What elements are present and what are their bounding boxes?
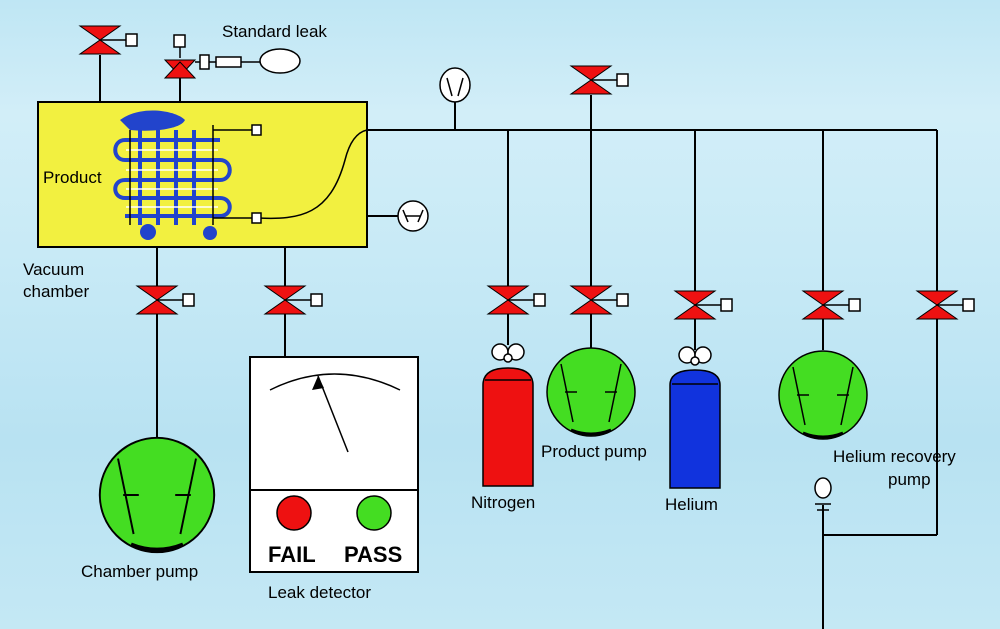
standard-leak <box>195 48 301 74</box>
label-product-pump: Product pump <box>541 442 647 461</box>
standard-leak-valve[interactable] <box>163 34 197 102</box>
valve-nitrogen[interactable] <box>487 285 546 315</box>
valve-chamber-vent[interactable] <box>79 25 138 55</box>
valve-product-pump[interactable] <box>570 285 629 315</box>
label-standard-leak: Standard leak <box>222 22 327 41</box>
label-leak-detector: Leak detector <box>268 583 371 602</box>
label-helium-recovery-pump-line2: pump <box>888 470 931 489</box>
chamber-pump <box>97 435 217 555</box>
valve-helium[interactable] <box>674 290 733 320</box>
label-chamber-pump: Chamber pump <box>81 562 198 581</box>
product-pump <box>545 346 637 438</box>
nitrogen-cylinder <box>482 343 534 487</box>
label-helium-recovery-pump-line1: Helium recovery <box>833 447 956 466</box>
helium-cylinder <box>669 346 721 489</box>
valve-leak-detector[interactable] <box>264 285 323 315</box>
check-valve <box>814 477 832 511</box>
label-helium: Helium <box>665 495 718 514</box>
valve-recovery-return[interactable] <box>916 290 975 320</box>
label-vacuum-chamber-line2: chamber <box>23 282 89 301</box>
pass-label: PASS <box>344 542 402 567</box>
label-vacuum-chamber-line1: Vacuum <box>23 260 84 279</box>
valve-chamber-pump[interactable] <box>136 285 195 315</box>
manifold-pressure-gauge <box>439 67 471 103</box>
label-product: Product <box>43 168 102 187</box>
valve-product-pump-top[interactable] <box>570 65 629 95</box>
valve-helium-recovery-pump[interactable] <box>802 290 861 320</box>
chamber-vacuum-gauge <box>397 200 429 232</box>
label-nitrogen: Nitrogen <box>471 493 535 512</box>
fail-indicator-light <box>276 495 312 531</box>
leak-detector <box>249 356 419 573</box>
product-coil <box>113 110 262 240</box>
helium-recovery-pump <box>777 349 869 441</box>
fail-label: FAIL <box>268 542 316 567</box>
vacuum-chamber <box>37 101 368 248</box>
pass-indicator-light <box>356 495 392 531</box>
